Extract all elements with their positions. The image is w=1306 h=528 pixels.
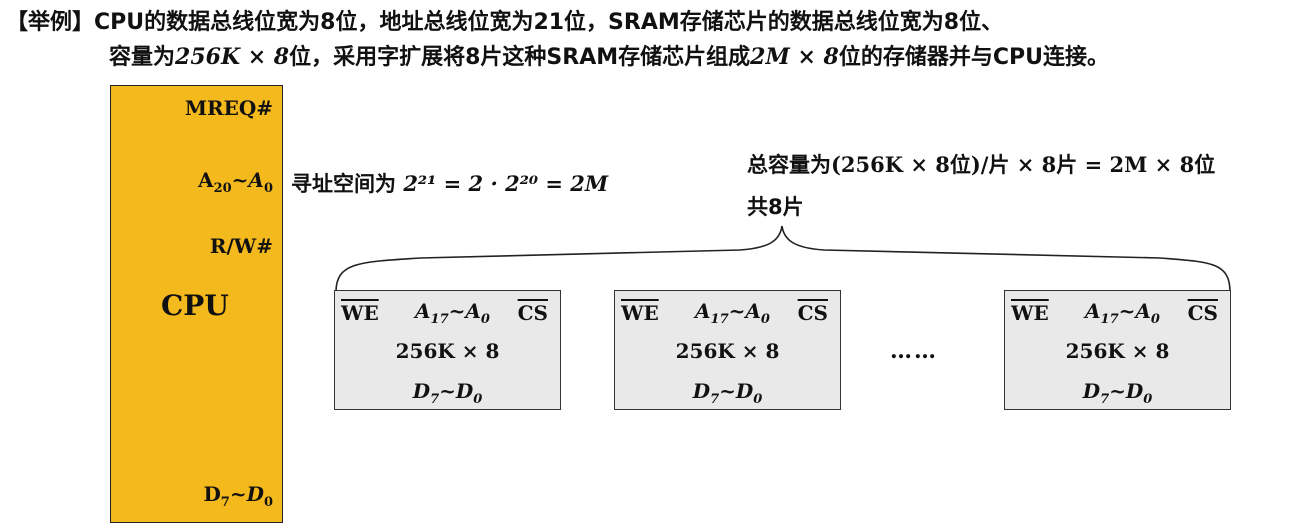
sram-chip-1: WE A17~A0 CS 256K × 8 D7~D0 [334, 290, 561, 410]
chip-address-pins: A17~A0 [1085, 299, 1160, 327]
sram-chip-8: WE A17~A0 CS 256K × 8 D7~D0 [1004, 290, 1231, 410]
chip-cs-pin: CS [797, 301, 828, 325]
problem-total: 2M × 8 [750, 44, 839, 70]
chip-capacity: 256K × 8 [675, 339, 780, 363]
problem-statement: 【举例】CPU的数据总线位宽为8位，地址总线位宽为21位，SRAM存储芯片的数据… [6, 6, 1302, 75]
ellipsis: …… [890, 338, 938, 364]
capacity-formula: (256K × 8位)/片 × 8片 = 2M × 8位 [831, 152, 1216, 177]
chip-address-pins: A17~A0 [415, 299, 490, 327]
cpu-block: MREQ# A20~A0 R/W# CPU D7~D0 [110, 85, 283, 523]
cpu-pin-mreq: MREQ# [184, 96, 273, 120]
address-space-formula: 2²¹ = 2 · 2²⁰ = 2M [403, 171, 609, 196]
chip-data-pins: D7~D0 [412, 379, 483, 407]
chip-cs-pin: CS [1187, 301, 1218, 325]
cpu-label: CPU [161, 289, 229, 322]
chip-we-pin: WE [1011, 301, 1049, 325]
chip-capacity: 256K × 8 [395, 339, 500, 363]
cpu-pin-data: D7~D0 [203, 482, 273, 510]
problem-line-2-c: 位的存储器并与CPU连接。 [838, 45, 1110, 70]
problem-line-2-b: 位，采用字扩展将8片这种SRAM存储芯片组成 [289, 45, 751, 70]
chip-cs-pin: CS [517, 301, 548, 325]
problem-line-2-a: 容量为 [109, 45, 176, 70]
chip-we-pin: WE [621, 301, 659, 325]
chip-address-pins: A17~A0 [695, 299, 770, 327]
chip-data-pins: D7~D0 [1082, 379, 1153, 407]
problem-capacity: 256K × 8 [175, 44, 290, 70]
problem-line-1: 【举例】CPU的数据总线位宽为8位，地址总线位宽为21位，SRAM存储芯片的数据… [6, 10, 1004, 35]
problem-line-2: 容量为256K × 8位，采用字扩展将8片这种SRAM存储芯片组成2M × 8位… [6, 40, 1302, 75]
cpu-pin-address: A20~A0 [198, 168, 273, 196]
chip-capacity: 256K × 8 [1065, 339, 1170, 363]
chip-we-pin: WE [341, 301, 379, 325]
chip-data-pins: D7~D0 [692, 379, 763, 407]
capacity-note: 总容量为(256K × 8位)/片 × 8片 = 2M × 8位 共8片 [747, 144, 1215, 228]
cpu-pin-rw: R/W# [209, 234, 273, 258]
chip-count: 共8片 [747, 195, 804, 219]
capacity-formula-line: 总容量为(256K × 8位)/片 × 8片 = 2M × 8位 [747, 152, 1216, 177]
address-space-note: 寻址空间为 2²¹ = 2 · 2²⁰ = 2M [291, 171, 609, 196]
sram-chip-2: WE A17~A0 CS 256K × 8 D7~D0 [614, 290, 841, 410]
